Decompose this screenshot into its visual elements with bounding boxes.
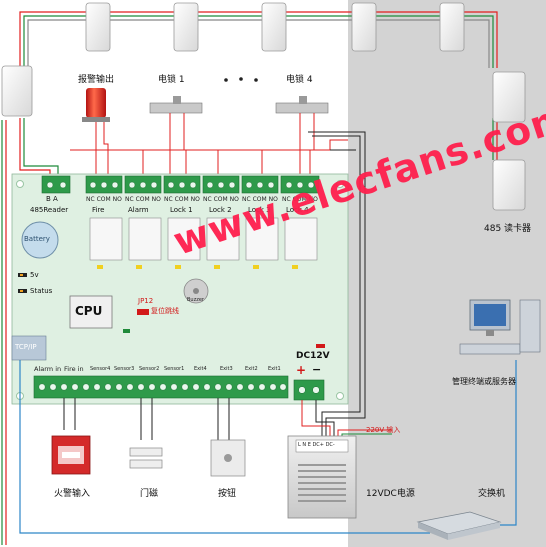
ellipsis-dot — [224, 78, 228, 82]
relays — [89, 217, 318, 261]
terminal-485-reader — [41, 175, 71, 194]
relay-name-lock-4: Lock 4 — [286, 206, 309, 214]
relay — [245, 217, 279, 261]
controller-board — [11, 173, 349, 405]
alarm-output-label: 报警输出 — [78, 75, 115, 85]
top-terminal-screws — [46, 181, 315, 189]
relay — [206, 217, 240, 261]
alarm-siren — [82, 88, 110, 122]
input-alarm-in: Alarm in — [34, 365, 62, 373]
electric-lock-4 — [275, 102, 329, 114]
top-terminal-blocks — [41, 175, 320, 194]
jp12-jumper — [137, 309, 149, 315]
card-reader — [492, 159, 526, 211]
input-sensor-4: Sensor4 — [90, 366, 111, 372]
relay-leds — [97, 265, 298, 269]
led-status-label: Status — [30, 287, 53, 295]
black-power-wires — [308, 131, 366, 438]
relay-terminal-label: NC COM NO — [242, 196, 278, 203]
board-mount-holes — [16, 180, 344, 400]
relay-terminal-label: NC COM NO — [125, 196, 161, 203]
input-sensor-2: Sensor2 — [139, 366, 160, 372]
network-switch — [416, 511, 502, 540]
server-label: 管理终端或服务器 — [452, 377, 516, 386]
relay-name-lock-1: Lock 1 — [170, 206, 193, 214]
card-reader — [439, 2, 465, 52]
relay-name-fire: Fire — [92, 206, 105, 214]
card-reader — [492, 71, 526, 123]
input-exit-4: Exit4 — [194, 366, 207, 372]
cpu-label: CPU — [75, 304, 103, 318]
reset-jumper-label: 复位跳线 — [151, 307, 179, 315]
input-exit-2: Exit2 — [245, 366, 258, 372]
exit-push-button — [210, 439, 246, 477]
reader-485-right-label: 485 读卡器 — [484, 224, 532, 234]
input-exit-3: Exit3 — [220, 366, 233, 372]
reader-bus-wires — [1, 11, 498, 545]
input-device-wires — [63, 398, 230, 440]
battery — [21, 221, 59, 259]
reader-485-label: 485Reader — [30, 206, 69, 214]
lock-4-label: 电锁 4 — [286, 75, 313, 85]
buzzer-label: Buzzer — [187, 297, 204, 303]
input-sensor-1: Sensor1 — [164, 366, 185, 372]
relay — [167, 217, 201, 261]
relay — [128, 217, 162, 261]
input-fire-in: Fire in — [64, 365, 84, 373]
ellipsis-dot — [239, 77, 243, 81]
management-computer — [459, 299, 541, 355]
card-reader — [261, 2, 287, 52]
card-readers — [1, 2, 526, 211]
jp12-label: JP12 — [138, 297, 154, 305]
ellipsis-dot — [254, 78, 258, 82]
card-reader — [85, 2, 111, 52]
dc-minus-label: − — [312, 363, 322, 376]
relay-name-lock-2: Lock 2 — [209, 206, 232, 214]
door-sensor-label: 门磁 — [140, 489, 159, 499]
psu-label: 12VDC电源 — [366, 489, 415, 499]
cpu-chip — [69, 295, 113, 329]
input-sensor-3: Sensor3 — [114, 366, 135, 372]
switch-label: 交换机 — [478, 489, 506, 499]
electric-locks — [149, 77, 329, 114]
card-reader — [351, 2, 377, 52]
dc12v-terminal — [293, 379, 325, 401]
power-supply-unit — [287, 435, 357, 519]
tcpip-label: TCP/IP — [15, 343, 37, 351]
psu-terminal-label: L N E DC+ DC- — [298, 442, 335, 448]
relay — [284, 217, 318, 261]
tcpip-port — [11, 335, 47, 361]
relay-terminal-label: NC COM NO — [86, 196, 122, 203]
relay-terminal-label: NC COM NO — [203, 196, 239, 203]
battery-label: Battery — [24, 235, 50, 243]
door-magnetic-sensor — [129, 447, 163, 469]
fire-input-label: 火警输入 — [54, 489, 91, 499]
electric-lock-1 — [149, 102, 203, 114]
relay-terminal-label: NC COM NO — [282, 196, 318, 203]
fire-alarm-button — [51, 435, 91, 475]
relay-wires — [70, 113, 348, 178]
button-label: 按钮 — [218, 489, 237, 499]
input-terminal-screws — [38, 383, 287, 391]
dc-plus-label: + — [296, 363, 307, 377]
reader-bus-label: B A — [46, 195, 58, 203]
lock-1-label: 电锁 1 — [158, 75, 185, 85]
card-reader — [1, 65, 33, 117]
input-exit-1: Exit1 — [268, 366, 281, 372]
relay-terminal-label: NC COM NO — [164, 196, 200, 203]
led-5v-label: 5v — [30, 271, 39, 279]
card-reader — [173, 2, 199, 52]
ac220-input-label: 220V 输入 — [366, 426, 401, 434]
relay — [89, 217, 123, 261]
relay-name-alarm: Alarm — [128, 206, 149, 214]
relay-name-lock-3: Lock 3 — [248, 206, 271, 214]
dc-power-wires — [301, 400, 392, 438]
dc12v-label: DC12V — [296, 351, 330, 361]
